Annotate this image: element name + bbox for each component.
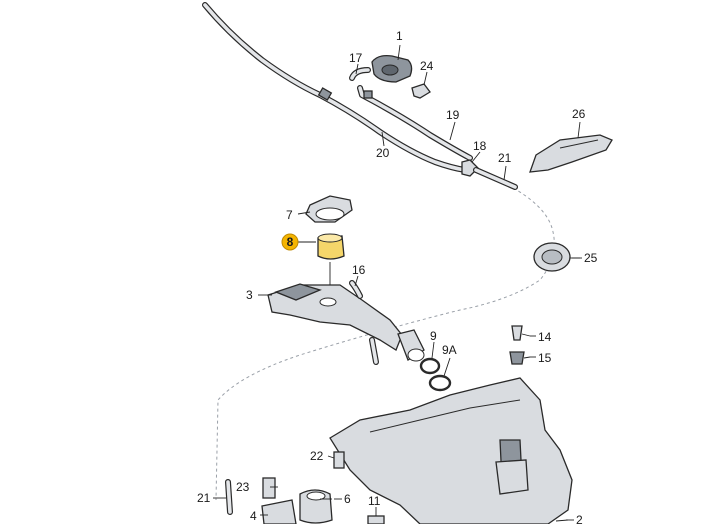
- nut-11: [367, 515, 385, 524]
- bolt-22: [333, 451, 345, 469]
- label-dashes: [334, 257, 582, 521]
- label-17: 17: [349, 51, 363, 65]
- label-21-top: 21: [498, 151, 512, 165]
- label-4: 4: [250, 509, 257, 523]
- label-1: 1: [396, 29, 403, 43]
- hose-19: [357, 85, 473, 161]
- gasket-7: [305, 195, 353, 223]
- clip-14: [511, 325, 523, 341]
- label-9a: 9A: [442, 343, 457, 357]
- label-7: 7: [286, 208, 293, 222]
- label-19: 19: [446, 108, 460, 122]
- cap-24: [411, 83, 431, 99]
- label-14: 14: [538, 330, 552, 344]
- label-15: 15: [538, 351, 552, 365]
- seal-9a: [428, 374, 452, 392]
- junction-18: [461, 159, 518, 190]
- reservoir-2: [329, 377, 573, 524]
- label-18: 18: [473, 139, 487, 153]
- part-labels: 1 17 24 19 18 20 21 26 7 8 25 16 3 9 9A …: [197, 29, 598, 524]
- seal-9: [419, 357, 441, 375]
- label-20: 20: [376, 146, 390, 160]
- clip-15: [509, 351, 525, 365]
- label-25: 25: [584, 251, 598, 265]
- nozzle-1: [371, 54, 413, 83]
- label-16: 16: [352, 263, 366, 277]
- label-11: 11: [368, 494, 381, 508]
- grommet-25: [533, 242, 571, 272]
- grommet-6: [299, 489, 333, 524]
- label-24: 24: [420, 59, 434, 73]
- leader-lines: [213, 44, 581, 522]
- label-8-highlight: 8: [281, 233, 299, 251]
- bracket-26: [529, 134, 613, 173]
- label-6: 6: [344, 492, 351, 506]
- hose-20: [202, 2, 468, 173]
- label-9: 9: [430, 329, 437, 343]
- label-22: 22: [310, 449, 324, 463]
- label-2: 2: [576, 513, 583, 524]
- hose-17: [349, 67, 371, 81]
- filler-neck-3: [267, 280, 425, 365]
- label-23: 23: [236, 480, 250, 494]
- pump-4: [261, 499, 297, 524]
- label-21-bottom: 21: [197, 491, 211, 505]
- hose-21-lower: [225, 479, 233, 515]
- label-8: 8: [287, 235, 294, 249]
- label-3: 3: [246, 288, 253, 302]
- pump-23: [262, 477, 276, 499]
- routing-guides: [215, 184, 555, 501]
- label-26: 26: [572, 107, 586, 121]
